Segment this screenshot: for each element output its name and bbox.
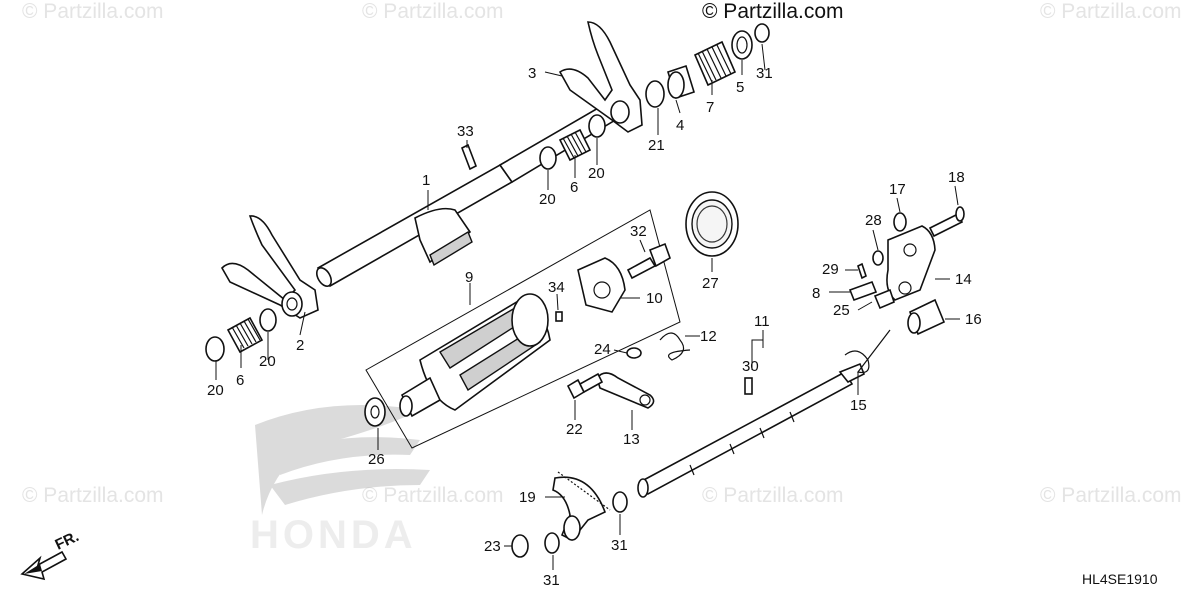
callout-20-lower-left: 20 <box>207 382 224 399</box>
callout-23: 23 <box>484 538 501 555</box>
stopper-arm-13 <box>596 372 655 409</box>
washer-24 <box>626 347 642 359</box>
callout-34: 34 <box>548 279 565 296</box>
spring-set-left <box>205 308 277 362</box>
callout-5: 5 <box>736 79 744 96</box>
callout-7: 7 <box>706 99 714 116</box>
shift-drum <box>399 293 551 418</box>
bolt-18 <box>928 206 965 238</box>
callout-21: 21 <box>648 137 665 154</box>
bolt-8 <box>848 280 878 302</box>
honda-text-watermark: HONDA <box>250 513 417 557</box>
callout-30: 30 <box>742 358 759 375</box>
callout-26: 26 <box>368 451 385 468</box>
bolt-32 <box>626 242 671 280</box>
washer-23 <box>511 534 529 558</box>
nut-25 <box>873 288 895 310</box>
clip-31-lower <box>544 532 560 554</box>
callout-31-bottom: 31 <box>543 572 560 589</box>
callout-25: 25 <box>833 302 850 319</box>
callout-1: 1 <box>422 172 430 189</box>
shift-fork-shaft <box>315 163 514 288</box>
callout-16: 16 <box>965 311 982 328</box>
leader-lines <box>215 43 960 570</box>
spring-set-upper <box>539 114 606 170</box>
part-16 <box>907 298 946 336</box>
callout-13: 13 <box>623 431 640 448</box>
watermark-bottom-mid: © Partzilla.com <box>362 484 504 507</box>
watermark-bottom-left: © Partzilla.com <box>22 484 164 507</box>
spring-12 <box>659 332 691 361</box>
diagram-code: HL4SE1910 <box>1082 571 1158 587</box>
callout-4: 4 <box>676 117 684 134</box>
callout-24: 24 <box>594 341 611 358</box>
pin-33 <box>460 143 478 171</box>
callout-20-upper-left: 20 <box>539 191 556 208</box>
bolt-22 <box>566 372 604 400</box>
clip-31-right <box>612 491 628 513</box>
front-arrow: FR. <box>20 528 82 581</box>
callout-11: 11 <box>754 313 770 330</box>
washer-26-hole <box>370 405 380 419</box>
callout-31-right: 31 <box>611 537 628 554</box>
copyright-label: © Partzilla.com <box>702 0 844 23</box>
callout-28: 28 <box>865 212 882 229</box>
callout-20-lower-right: 20 <box>259 353 276 370</box>
shift-fork-3 <box>558 21 643 133</box>
pin-30 <box>744 377 753 395</box>
callout-6-upper: 6 <box>570 179 578 196</box>
callout-9: 9 <box>465 269 473 286</box>
watermark-top-left: © Partzilla.com <box>22 0 164 23</box>
pin-29 <box>857 262 867 280</box>
callout-10: 10 <box>646 290 663 307</box>
callout-18: 18 <box>948 169 965 186</box>
collar-17 <box>893 212 907 232</box>
callout-6-lower: 6 <box>236 372 244 389</box>
upper-collar-set <box>645 23 770 108</box>
drum-plate-10 <box>577 257 626 313</box>
callout-3: 3 <box>528 65 536 82</box>
washer-28 <box>872 250 884 266</box>
callout-19: 19 <box>519 489 536 506</box>
shift-fork-2 <box>221 215 319 319</box>
watermark-bottom-right: © Partzilla.com <box>1040 484 1182 507</box>
callout-32: 32 <box>630 223 647 240</box>
callout-27: 27 <box>702 275 719 292</box>
callout-8: 8 <box>812 285 820 302</box>
watermark-top-mid: © Partzilla.com <box>362 0 504 23</box>
washer-26 <box>364 397 386 427</box>
honda-wing-logo: HONDA <box>250 405 430 557</box>
gearshift-spindle <box>637 362 866 498</box>
callout-29: 29 <box>822 261 839 278</box>
callout-15: 15 <box>850 397 867 414</box>
watermark-top-right: © Partzilla.com <box>1040 0 1182 23</box>
callout-31-top: 31 <box>756 65 773 82</box>
callout-2: 2 <box>296 337 304 354</box>
drum-assembly-box <box>365 209 681 449</box>
spring-15 <box>844 329 891 374</box>
front-label: FR. <box>53 528 82 554</box>
watermark-bottom-center: © Partzilla.com <box>702 484 844 507</box>
callout-labels: 1 2 3 4 5 6 6 7 8 9 10 11 12 13 14 15 16… <box>207 65 982 589</box>
pin-34 <box>555 311 563 322</box>
callout-14: 14 <box>955 271 972 288</box>
bracket-14 <box>886 225 936 301</box>
watermark-group: © Partzilla.com © Partzilla.com © Partzi… <box>22 0 1182 507</box>
callout-33: 33 <box>457 123 474 140</box>
callout-17: 17 <box>889 181 906 198</box>
sector-gear-19 <box>552 471 611 542</box>
callout-20-upper-right: 20 <box>588 165 605 182</box>
callout-12: 12 <box>700 328 717 345</box>
callout-22: 22 <box>566 421 583 438</box>
bearing-27 <box>685 191 739 257</box>
